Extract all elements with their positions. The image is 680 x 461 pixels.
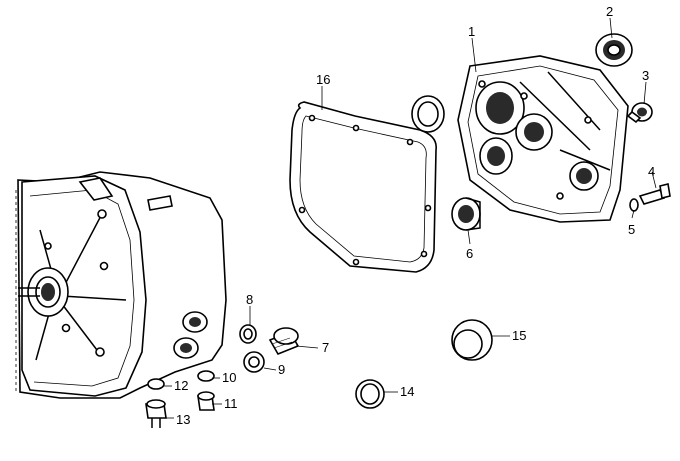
washer-12 (147, 378, 165, 390)
callout-1: 1 (468, 24, 475, 39)
callout-11: 11 (224, 396, 238, 411)
cap-15 (451, 319, 493, 361)
callout-10: 10 (222, 370, 236, 385)
housing-cover (457, 55, 629, 223)
callout-7: 7 (322, 340, 329, 355)
bolt (638, 183, 671, 205)
callout-6: 6 (466, 246, 473, 261)
callout-16: 16 (316, 72, 330, 87)
seal-ring-6 (451, 197, 481, 231)
gasket (289, 101, 437, 273)
plug-11 (197, 391, 215, 411)
washer-10 (197, 370, 215, 382)
callout-5: 5 (628, 222, 635, 237)
callout-4: 4 (648, 164, 655, 179)
ring-9 (243, 351, 265, 373)
screw-plug-7 (268, 327, 300, 356)
callout-14: 14 (400, 384, 414, 399)
callout-labels: 1 2 3 4 5 6 7 8 9 10 11 12 13 14 15 16 (174, 4, 655, 427)
ring-seal (411, 95, 445, 133)
callout-9: 9 (278, 362, 285, 377)
shaft-seal (595, 33, 633, 67)
leader-lines (164, 17, 657, 419)
callout-8: 8 (246, 292, 253, 307)
gasket-ring-8 (239, 324, 257, 344)
washer-5 (629, 198, 639, 212)
cap-14 (355, 379, 385, 409)
gearbox-housing (15, 171, 227, 399)
plug (626, 102, 653, 124)
callout-2: 2 (606, 4, 613, 19)
callout-12: 12 (174, 378, 188, 393)
switch-13 (145, 399, 167, 428)
callout-15: 15 (512, 328, 526, 343)
callout-13: 13 (176, 412, 190, 427)
callout-3: 3 (642, 68, 649, 83)
